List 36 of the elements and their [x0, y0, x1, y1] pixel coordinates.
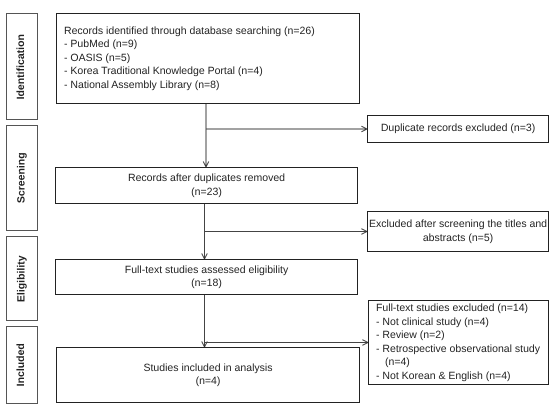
box-text: Duplicate records excluded (n=3)	[380, 122, 536, 136]
box-text: Full-text studies assessed eligibility	[124, 264, 288, 277]
phase-band	[6, 326, 38, 404]
list-item: - PubMed (n=9)	[64, 38, 138, 52]
process-box	[55, 167, 358, 204]
phase-label: Screening	[15, 152, 28, 204]
arrow	[204, 294, 368, 346]
list-item: - Not clinical study (n=4)	[376, 316, 490, 329]
box-text: Records identified through database searching (n=26)	[64, 24, 316, 38]
list-item: - Review (n=2)	[376, 329, 446, 342]
arrow	[204, 204, 368, 235]
list-item: - Korea Traditional Knowledge Portal (n=4)	[64, 65, 264, 79]
phase-band	[6, 13, 38, 120]
phase-label: Identification	[15, 34, 28, 100]
list-item: - Retrospective observational study (n=4)	[376, 342, 541, 370]
list-item: (n=4)	[196, 375, 220, 388]
box-text: Records after duplicates removed	[128, 172, 285, 186]
list-item: - National Assembly Library (n=8)	[64, 78, 221, 92]
list-item: - OASIS (n=5)	[64, 52, 132, 66]
list-item: (n=23)	[191, 186, 222, 199]
phase-band	[6, 236, 38, 321]
list-item: (n=18)	[191, 277, 222, 290]
process-box	[56, 13, 360, 104]
phase-label: Included	[15, 343, 28, 387]
arrow	[206, 104, 368, 132]
box-text: Full-text studies excluded (n=14)	[376, 302, 530, 316]
phase-label: Eligibility	[15, 255, 28, 302]
box-text: Studies included in analysis	[144, 362, 272, 375]
list-item: - Not Korean & English (n=4)	[376, 370, 512, 383]
process-box	[368, 300, 549, 385]
process-box	[55, 259, 358, 295]
process-box	[367, 211, 549, 252]
process-box	[367, 115, 549, 143]
process-box	[56, 347, 360, 403]
phase-band	[6, 125, 38, 231]
box-text: Excluded after screening the titles and abstracts (n=5)	[368, 218, 548, 245]
